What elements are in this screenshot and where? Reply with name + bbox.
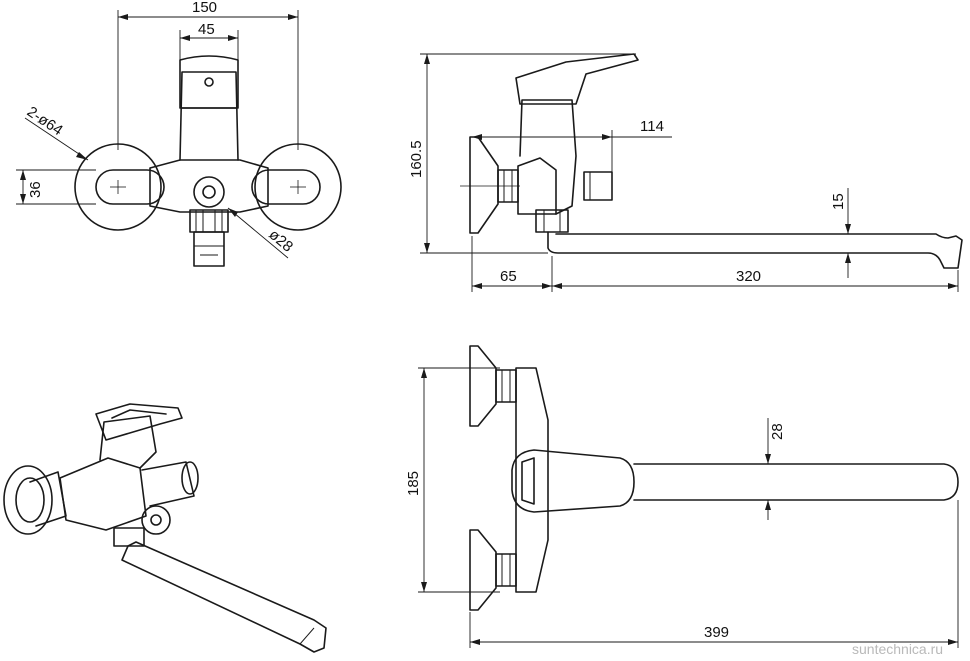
side-diverter <box>583 171 613 201</box>
dim-width-45: 45 <box>198 21 215 38</box>
dim-spout-320: 320 <box>736 268 761 285</box>
dim-width-150: 150 <box>192 0 217 16</box>
top-handle <box>511 449 635 513</box>
side-column <box>519 99 577 215</box>
iso-body <box>59 457 147 531</box>
top-lower-flange <box>469 529 497 611</box>
side-body <box>517 157 557 215</box>
dim-depth-114: 114 <box>640 118 664 135</box>
front-view-dimensions: 150 45 2-ø64 36 ø28 <box>16 0 299 259</box>
iso-flange <box>3 465 53 535</box>
iso-spout <box>121 541 327 653</box>
dim-flange-dia: 2-ø64 <box>24 103 66 139</box>
dim-depth-65: 65 <box>500 268 517 285</box>
watermark: suntechnica.ru <box>852 641 943 657</box>
iso-diverter <box>141 505 171 535</box>
side-handle <box>515 53 639 105</box>
side-view <box>460 53 963 269</box>
dim-height-15: 15 <box>830 193 847 210</box>
top-upper-eccentric <box>495 369 517 403</box>
left-eccentric <box>95 169 165 205</box>
outlet-spout <box>193 231 225 267</box>
side-outlet-nut <box>535 209 569 233</box>
iso-handle <box>95 403 183 441</box>
mixer-body <box>149 159 269 213</box>
right-eccentric <box>251 169 321 205</box>
isometric-view <box>3 403 327 653</box>
dim-outlet-dia: ø28 <box>265 226 296 256</box>
dim-height-160-5: 160.5 <box>408 140 425 178</box>
dim-total-399: 399 <box>704 624 729 641</box>
top-lower-eccentric <box>495 553 517 587</box>
side-view-dimensions: 160.5 114 15 65 320 <box>408 53 959 292</box>
side-spout <box>547 231 963 269</box>
indicator-dot <box>204 77 214 87</box>
top-upper-flange <box>469 345 497 427</box>
top-view <box>469 345 959 611</box>
top-view-dimensions: 185 28 399 <box>405 367 959 648</box>
side-flange <box>469 136 499 234</box>
front-view <box>74 55 342 267</box>
dim-spout-dia-28: 28 <box>769 423 786 440</box>
dim-height-185: 185 <box>405 471 422 496</box>
handle-cap <box>179 55 239 109</box>
top-spout <box>633 463 959 501</box>
dim-height-36: 36 <box>27 181 44 198</box>
cartridge-column <box>179 71 239 161</box>
iso-cylinder <box>141 461 195 507</box>
top-body <box>515 367 549 593</box>
diverter-knob <box>193 176 225 208</box>
